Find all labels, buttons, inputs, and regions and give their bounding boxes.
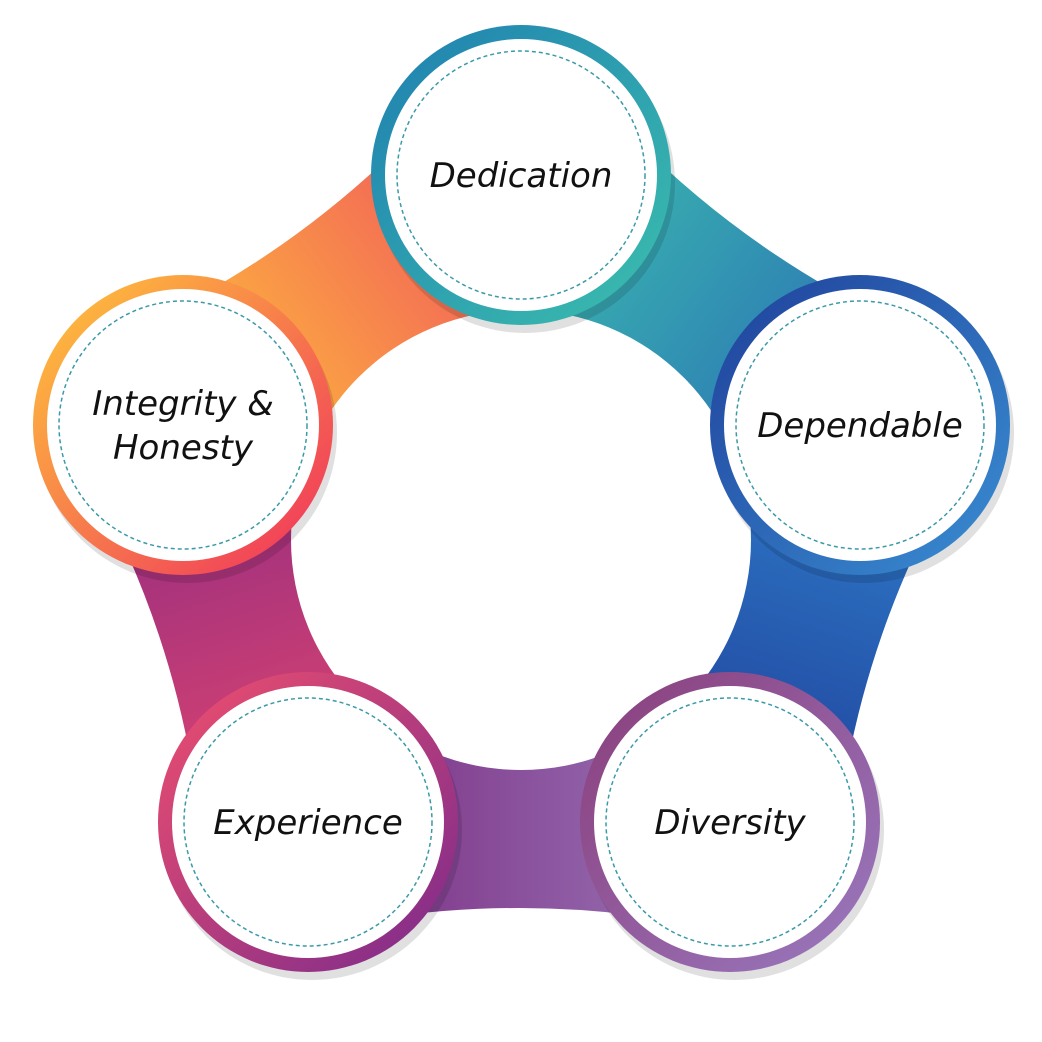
node-inner-disc: [594, 686, 866, 958]
node-dashed-ring: [396, 50, 646, 300]
node-dashed-ring: [58, 300, 308, 550]
node-inner-disc: [724, 289, 996, 561]
node-label-dedication-line-0: Dedication: [430, 156, 613, 196]
center-hole: [291, 310, 751, 770]
node-dashed-ring: [605, 697, 855, 947]
node-experience: Experience: [158, 672, 462, 980]
node-label-dependable-line-0: Dependable: [757, 406, 963, 446]
node-inner-disc: [172, 686, 444, 958]
node-label-experience-line-0: Experience: [213, 803, 403, 843]
node-dashed-ring: [183, 697, 433, 947]
node-inner-disc: [47, 289, 319, 561]
node-dependable: Dependable: [710, 275, 1014, 583]
node-integrity-honesty: Integrity &Honesty: [33, 275, 337, 583]
node-dashed-ring: [735, 300, 985, 550]
node-label-integrity-honesty-line-0: Integrity &: [92, 384, 274, 424]
node-diversity: Diversity: [580, 672, 884, 980]
node-dedication: Dedication: [371, 25, 675, 333]
node-label-diversity-line-0: Diversity: [654, 803, 806, 843]
node-inner-disc: [385, 39, 657, 311]
node-label-integrity-honesty-line-1: Honesty: [113, 428, 254, 468]
